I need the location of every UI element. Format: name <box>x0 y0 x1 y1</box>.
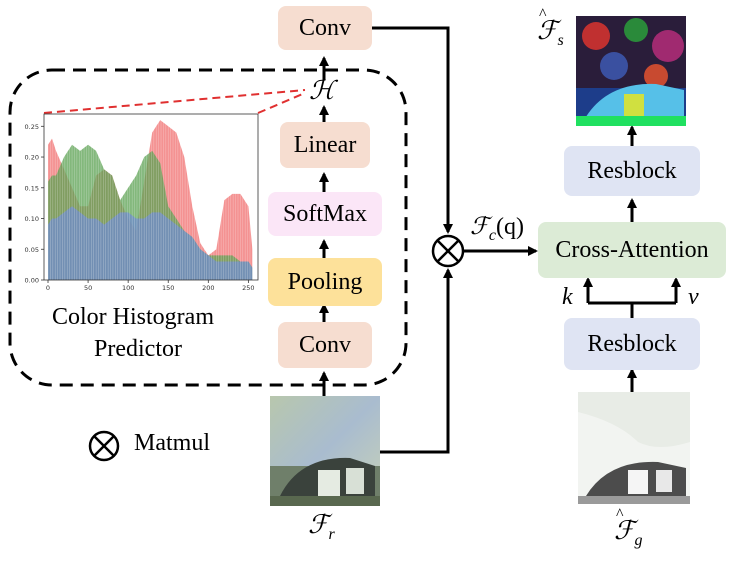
conv-top-label: Conv <box>298 14 351 41</box>
fg-symbol: ℱ <box>614 506 634 546</box>
hist-axes-frame <box>43 113 259 281</box>
resblock-bottom-box: Resblock <box>564 318 700 370</box>
fc-sub: c <box>488 226 496 244</box>
hist-ytick-label: 0.10 <box>25 215 39 223</box>
predictor-title-line1: Color Histogram <box>52 304 214 330</box>
hist-xtick-label: 0 <box>46 284 50 292</box>
k-label: k <box>562 284 573 310</box>
conv-top-box: Conv <box>278 6 372 50</box>
fs-label: ℱs <box>537 6 564 50</box>
fs-sub: s <box>557 32 564 50</box>
hist-ytick-label: 0.05 <box>25 246 39 254</box>
hist-xtick-label: 100 <box>122 284 134 292</box>
fr-label: ℱr <box>308 510 335 544</box>
predictor-title-line2: Predictor <box>94 336 182 362</box>
hist-ytick-label: 0.20 <box>25 154 39 162</box>
pooling-box: Pooling <box>268 258 382 306</box>
softmax-label: SoftMax <box>283 200 367 227</box>
pooling-label: Pooling <box>287 268 363 295</box>
hist-xtick-label: 50 <box>84 284 92 292</box>
resblock-top-label: Resblock <box>587 157 677 184</box>
red-dash-left <box>43 89 306 114</box>
cross-attention-label: Cross-Attention <box>555 236 709 263</box>
fg-sub: g <box>634 532 643 550</box>
resblock-bottom-label: Resblock <box>587 330 677 357</box>
fr-feature-image <box>270 396 380 506</box>
v-label: v <box>688 284 699 310</box>
red-dash-right <box>257 92 306 114</box>
arrow-fr-matmul <box>380 268 453 454</box>
conv-bottom-label: Conv <box>298 331 351 358</box>
linear-label: Linear <box>293 131 357 158</box>
fs-feature-image <box>576 16 686 126</box>
softmax-box: SoftMax <box>268 192 382 236</box>
hist-xtick-label: 250 <box>242 284 254 292</box>
fr-symbol: ℱ <box>308 510 329 539</box>
hist-xtick-label: 150 <box>162 284 174 292</box>
color-histogram-chart: 0.00 0.05 0.10 0.15 0.20 0.25 0 50 100 150 200 250 <box>25 113 259 292</box>
resblock-top-box: Resblock <box>564 146 700 196</box>
fs-symbol: ℱ <box>537 6 557 46</box>
matmul-legend-text: Matmul <box>134 430 210 456</box>
hist-ytick-label: 0.25 <box>25 123 39 131</box>
linear-box: Linear <box>280 122 370 168</box>
hist-ytick-label: 0.00 <box>25 277 39 285</box>
fc-tail: (q) <box>495 214 524 240</box>
hist-xtick-label: 200 <box>202 284 214 292</box>
fr-sub: r <box>328 526 335 544</box>
arrow-conv-matmul <box>372 26 453 234</box>
cross-attention-box: Cross-Attention <box>538 222 726 278</box>
hist-ytick-label: 0.15 <box>25 184 39 192</box>
h-symbol: ℋ <box>309 76 335 105</box>
predictor-frame <box>8 68 408 387</box>
fc-symbol: ℱ <box>470 214 489 240</box>
fc-q-label: ℱc(q) <box>470 212 524 245</box>
conv-bottom-box: Conv <box>278 322 372 368</box>
fg-label: ℱg <box>614 506 643 550</box>
hist-series-blue <box>48 206 253 280</box>
fg-feature-image <box>578 392 690 504</box>
